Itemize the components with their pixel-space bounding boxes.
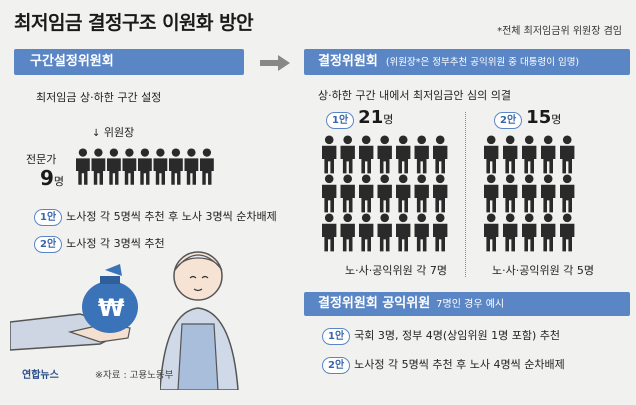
chair-label: ↓ 위원장 xyxy=(92,126,135,139)
range-committee-description: 최저임금 상·하한 구간 설정 xyxy=(36,91,162,104)
plan-1-person-icon xyxy=(359,135,374,174)
expert-person-icon xyxy=(184,148,199,185)
plan-2-caption: 노·사·공익위원 각 5명 xyxy=(492,264,594,277)
plan-2-person-icon xyxy=(522,135,537,174)
plan-1-person-icon xyxy=(322,135,337,174)
plan-1-person-icon xyxy=(359,174,374,213)
plan-2-person-icon xyxy=(560,174,575,213)
chair-note: *전체 최저임금위 위원장 겸임 xyxy=(497,26,622,37)
plan-1-caption: 노·사·공익위원 각 7명 xyxy=(345,264,447,277)
plan-1-person-icon xyxy=(433,135,448,174)
plan-1-person-icon xyxy=(396,135,411,174)
plan-1-person-icon xyxy=(340,213,355,252)
decision-committee-header: 결정위원회 (위원장*은 정부추천 공익위원 중 대통령이 임명) xyxy=(304,49,630,75)
decision-committee-subtitle: (위원장*은 정부추천 공익위원 중 대통령이 임명) xyxy=(385,57,580,68)
expert-person-icon xyxy=(91,148,106,185)
expert-person-icon xyxy=(169,148,183,185)
right-arrow-icon xyxy=(260,55,290,75)
won-icon: ₩ xyxy=(98,294,125,322)
expert-count: 9명 xyxy=(40,166,65,190)
plan-1-person-icon xyxy=(433,174,448,213)
plan-1-person-icon xyxy=(322,174,337,213)
plan-1-person-icon xyxy=(414,213,429,252)
plan-1-person-icon xyxy=(414,174,429,213)
plan-2-person-icon xyxy=(560,135,575,174)
plan-2-person-icon xyxy=(541,174,556,213)
plan-2-person-icon xyxy=(484,213,499,252)
page-title: 최저임금 결정구조 이원화 방안 xyxy=(14,12,254,34)
plan-1-person-icon xyxy=(414,135,429,174)
plan-2-person-icon xyxy=(522,213,537,252)
decision-committee-title: 결정위원회 xyxy=(318,54,378,69)
plan-2-person-icon xyxy=(522,174,537,213)
expert-person-icon xyxy=(76,148,90,185)
chair-arrow-icon: ↓ xyxy=(92,128,101,139)
range-committee-header: 구간설정위원회 xyxy=(14,49,244,75)
plan-1-person-icon xyxy=(396,213,411,252)
expert-person-icon xyxy=(107,148,121,185)
money-bag-hand-illustration: ₩ xyxy=(10,264,138,351)
plan-1-person-icon xyxy=(340,174,355,213)
plan-2-person-icon xyxy=(484,174,499,213)
plan-1-person-icon xyxy=(322,213,337,252)
yonhap-logo: 연합뉴스 xyxy=(22,370,59,381)
expert-person-icon xyxy=(200,148,214,185)
plan-1-person-icon xyxy=(377,135,392,174)
plan-2-person-icon xyxy=(560,213,575,252)
plan-2-person-icon xyxy=(503,213,518,252)
public-members-title: 결정위원회 공익위원 xyxy=(318,296,431,311)
plan-2-person-icon xyxy=(541,213,556,252)
plan-2-person-icon xyxy=(503,174,518,213)
option-2-badge: 2안 xyxy=(34,236,63,253)
expert-person-icon xyxy=(122,148,137,185)
plan-1-person-icon xyxy=(396,174,411,213)
plan-1-person-icon xyxy=(340,135,355,174)
expert-label: 전문가 xyxy=(26,153,57,166)
worker-illustration xyxy=(160,251,239,390)
plan-1-person-icon xyxy=(377,213,392,252)
plan-1-person-icon xyxy=(377,174,392,213)
decision-committee-description: 상·하한 구간 내에서 최저임금안 심의 의결 xyxy=(318,89,512,102)
expert-person-icon xyxy=(153,148,168,185)
plan-2-person-icon xyxy=(484,135,499,174)
public-members-subtitle: 7명인 경우 예시 xyxy=(436,299,505,310)
plan-1-person-icon xyxy=(359,213,374,252)
expert-people-group xyxy=(76,148,214,185)
plan-1-people-grid xyxy=(322,135,448,252)
plan-2-person-icon xyxy=(541,135,556,174)
plan-1-person-icon xyxy=(433,213,448,252)
plan-2-person-icon xyxy=(503,135,518,174)
expert-person-icon xyxy=(138,148,152,185)
source-note: ※자료 : 고용노동부 xyxy=(95,370,174,381)
plan-divider xyxy=(465,112,466,277)
plan-2-people-grid xyxy=(484,135,575,252)
public-members-header: 결정위원회 공익위원 7명인 경우 예시 xyxy=(304,292,630,316)
option-1-badge: 1안 xyxy=(34,209,63,226)
